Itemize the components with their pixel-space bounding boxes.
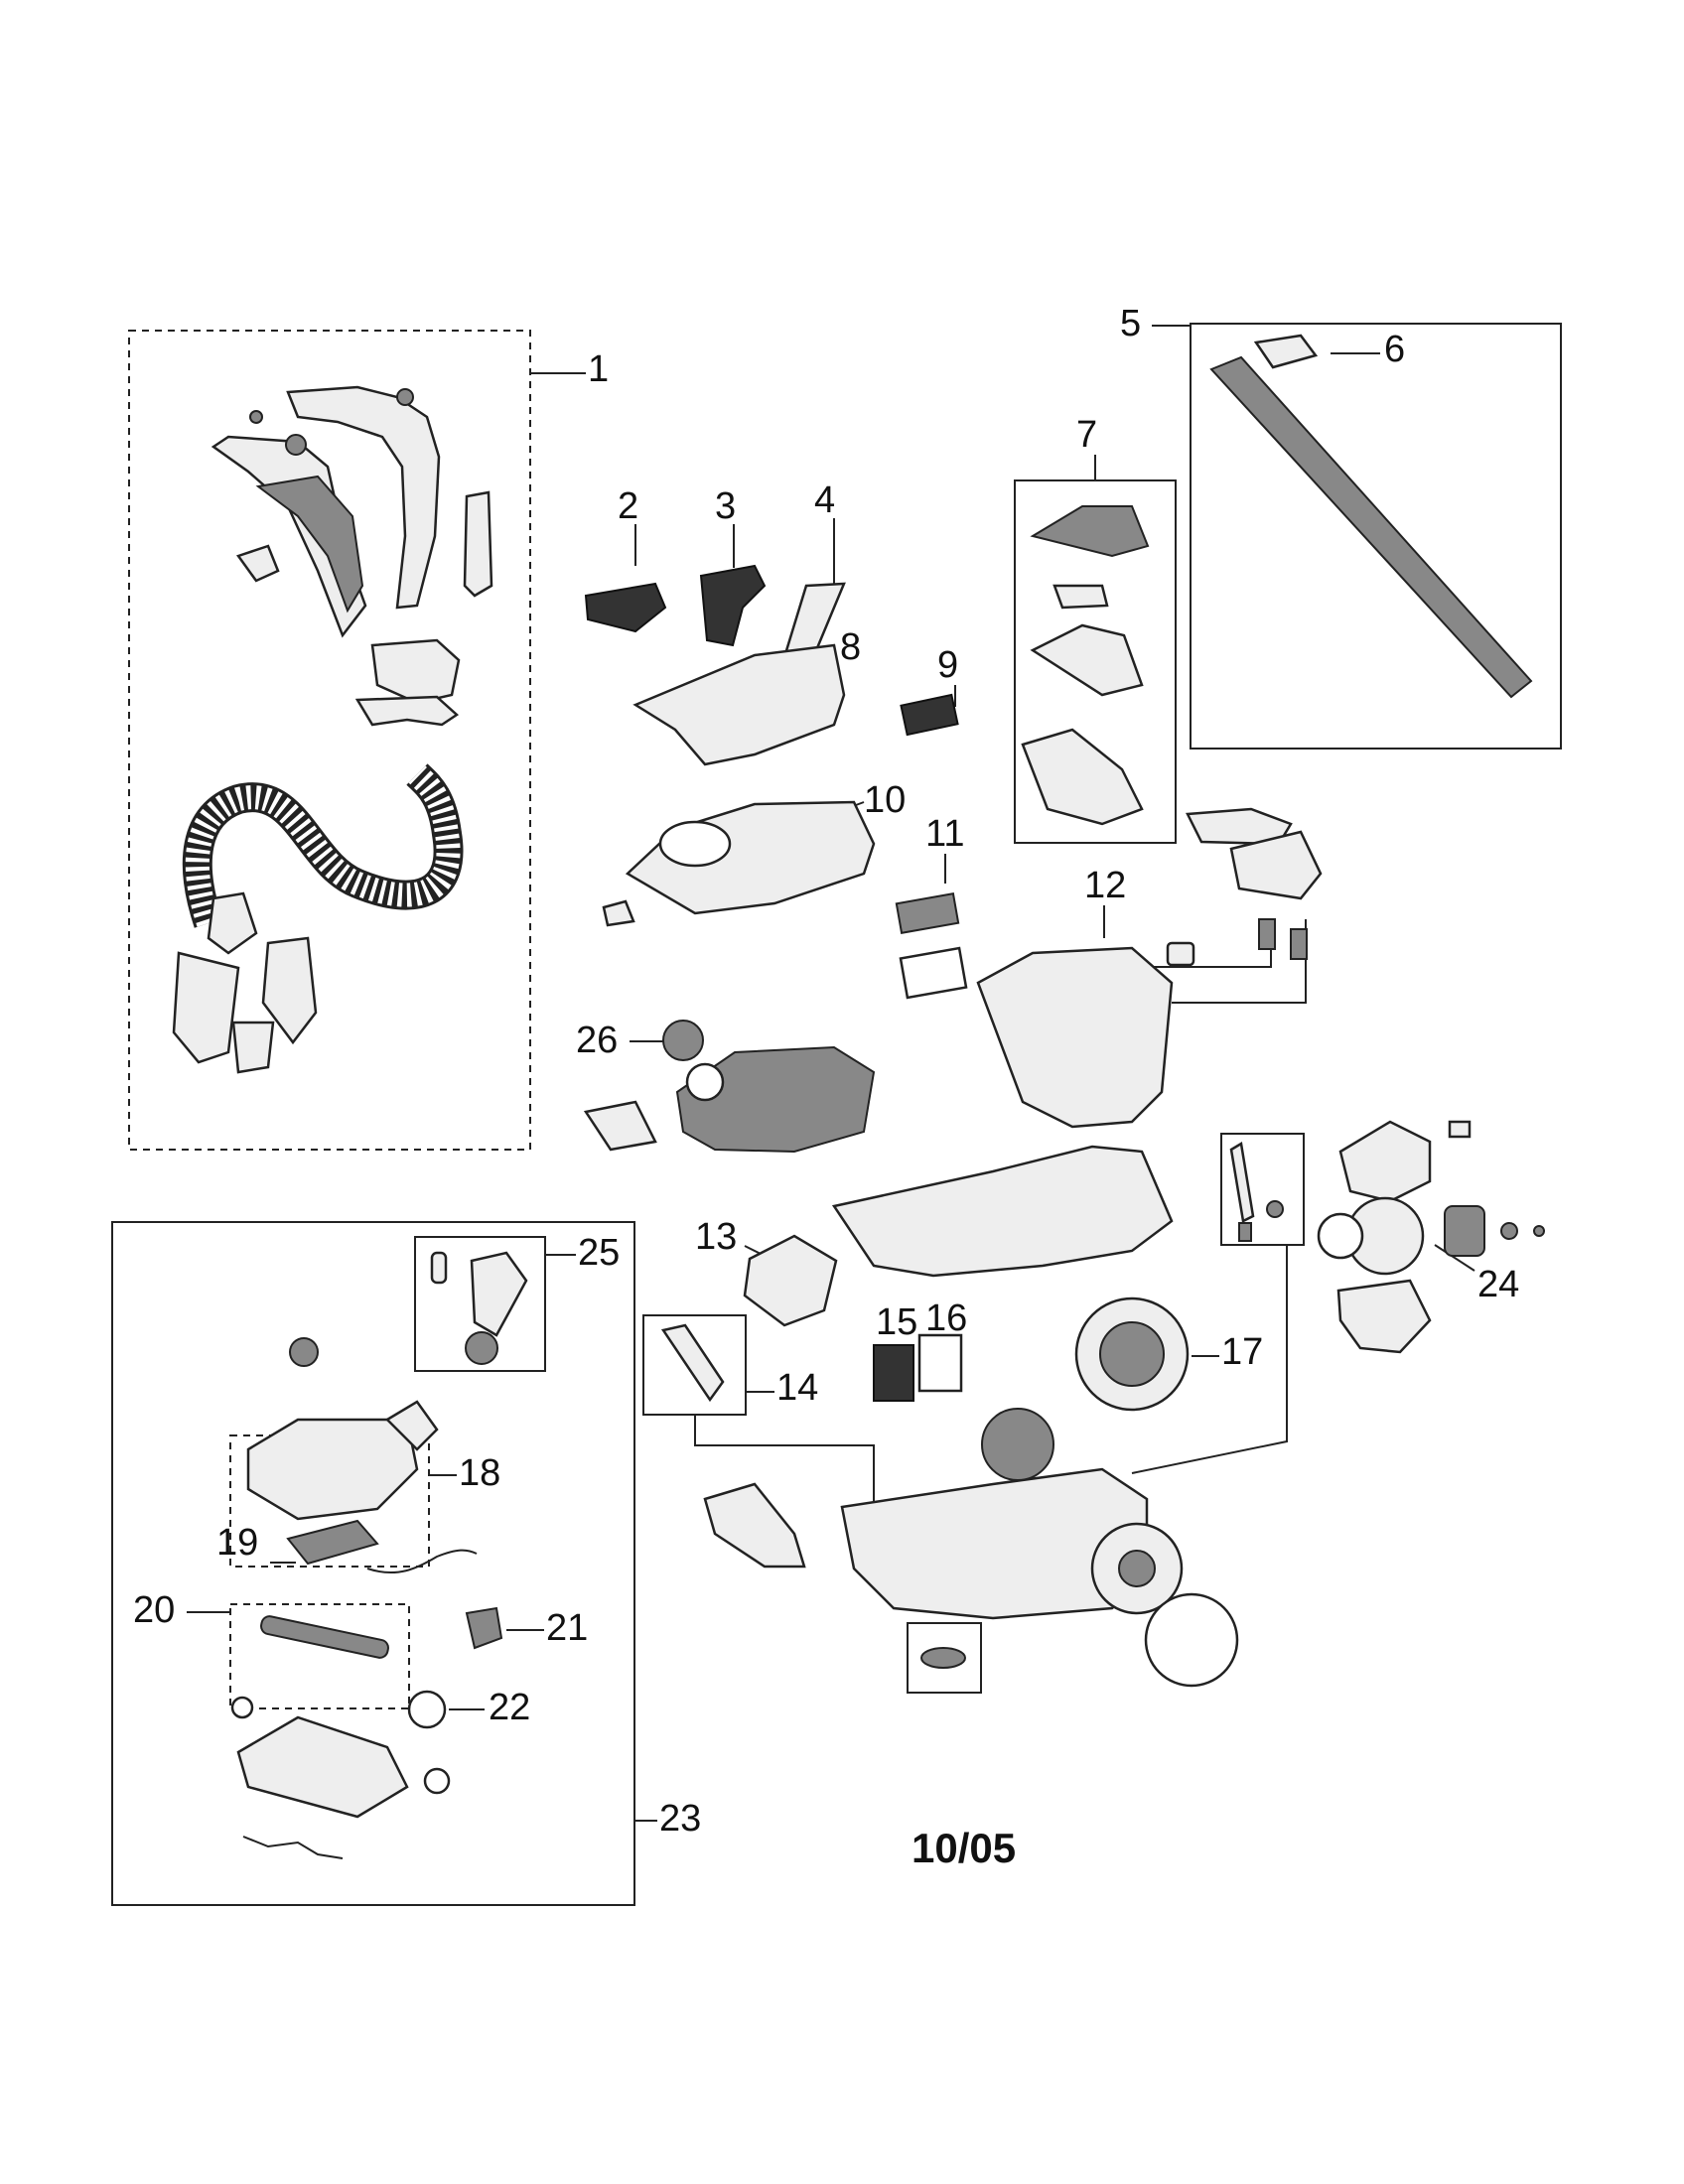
callout-9: 9: [937, 644, 958, 686]
upper-housing-port: [658, 820, 732, 868]
small-door: [583, 1100, 657, 1152]
callout-19: 19: [216, 1522, 258, 1564]
powerhead-group-frame: [111, 1221, 635, 1906]
powerhead-cover-18: [246, 1418, 419, 1521]
callout-5: 5: [1120, 303, 1141, 344]
flexible-hose: [172, 763, 464, 1074]
linkage: [242, 1836, 344, 1859]
switch-button: [1166, 941, 1195, 967]
filter-frame: [899, 946, 968, 1000]
telescopic-wand-5: [1209, 355, 1533, 699]
callout-22: 22: [489, 1687, 530, 1728]
callout-16: 16: [925, 1297, 967, 1339]
wand-adapter-25: [470, 1251, 528, 1337]
filter-16: [917, 1333, 963, 1393]
top-cover-8: [632, 643, 846, 766]
connector-springs-to-base: [1131, 1245, 1288, 1474]
callout-6: 6: [1384, 329, 1405, 370]
callout-21: 21: [546, 1607, 588, 1649]
cover-plate-bracket: [1229, 830, 1323, 900]
callout-13: 13: [695, 1216, 737, 1258]
callout-10: 10: [864, 779, 906, 821]
filter-11: [895, 892, 960, 934]
fan-wheel: [981, 1408, 1054, 1481]
handle-assembly: [210, 385, 493, 727]
callout-14: 14: [776, 1367, 818, 1409]
cover-plate-upper-right: [1186, 807, 1293, 846]
spring-group-frame: [1220, 1133, 1305, 1246]
callout-2: 2: [618, 485, 638, 527]
body-shell: [831, 1145, 1174, 1278]
brush-tool-3: [699, 564, 767, 647]
motor-17-fan: [1099, 1321, 1165, 1387]
callout-4: 4: [814, 479, 835, 521]
wiring: [366, 1549, 478, 1573]
powerhead-base-23: [236, 1715, 409, 1819]
small-parts-frame-25: [414, 1236, 546, 1372]
callout-15: 15: [876, 1301, 917, 1343]
neck-swivel: [384, 1400, 439, 1451]
latch-frame: [907, 1622, 982, 1694]
revision-date: 10/05: [912, 1825, 1016, 1871]
callout-20: 20: [133, 1589, 175, 1631]
front-wheel-right: [423, 1767, 451, 1795]
wand-adapter-pin: [430, 1251, 448, 1285]
callout-8: 8: [840, 626, 861, 668]
belt-ring-22: [407, 1690, 447, 1729]
filter-15: [873, 1344, 914, 1402]
hub-cap: [1144, 1592, 1239, 1688]
brushroll-20: [260, 1615, 389, 1659]
gasket-26-ring: [685, 1062, 725, 1102]
filter-9: [900, 693, 959, 737]
crevice-tool-2: [584, 582, 667, 633]
leader-24: [1434, 1244, 1475, 1272]
latch-part: [920, 1647, 966, 1669]
knob: [289, 1337, 319, 1367]
spring-group-lever: [1229, 1141, 1255, 1223]
callout-12: 12: [1084, 865, 1126, 906]
main-chassis: [976, 946, 1174, 1129]
front-wheel-left: [230, 1696, 254, 1719]
callout-23: 23: [659, 1798, 701, 1840]
wand-adapter-knob: [465, 1331, 498, 1365]
bumper: [703, 1482, 806, 1569]
plate-19: [286, 1519, 379, 1566]
motor-assembly-24: [1317, 1120, 1545, 1354]
wand-group-frame: [1190, 323, 1562, 750]
dusting-tool-7: [1021, 505, 1150, 826]
callout-1: 1: [588, 348, 609, 390]
spring-group-spring: [1238, 1222, 1252, 1242]
upper-housing-10: [625, 800, 876, 915]
housing-tab: [602, 899, 635, 927]
spring-right: [1290, 928, 1308, 960]
plug-21: [465, 1606, 503, 1650]
spring-group-washer: [1266, 1200, 1284, 1218]
callout-26: 26: [576, 1020, 618, 1061]
callout-17: 17: [1221, 1331, 1263, 1373]
hose-handle-group-frame: [128, 330, 531, 1151]
lower-housing: [675, 1045, 876, 1154]
wand-clip-6: [1253, 334, 1319, 369]
connector-14-to-base: [694, 1415, 875, 1504]
rear-wheel-hub: [1118, 1550, 1156, 1587]
gasket-26: [662, 1020, 704, 1061]
spring-left: [1258, 918, 1276, 950]
callout-18: 18: [459, 1452, 500, 1494]
callout-3: 3: [715, 485, 736, 527]
callout-7: 7: [1076, 414, 1097, 456]
dust-bag-13: [743, 1234, 838, 1327]
bag-holder-14: [660, 1323, 725, 1403]
callout-25: 25: [578, 1232, 620, 1274]
callout-11: 11: [925, 813, 964, 855]
callout-24: 24: [1477, 1264, 1519, 1305]
powerhead-cover-dashed-frame: [229, 1434, 430, 1568]
